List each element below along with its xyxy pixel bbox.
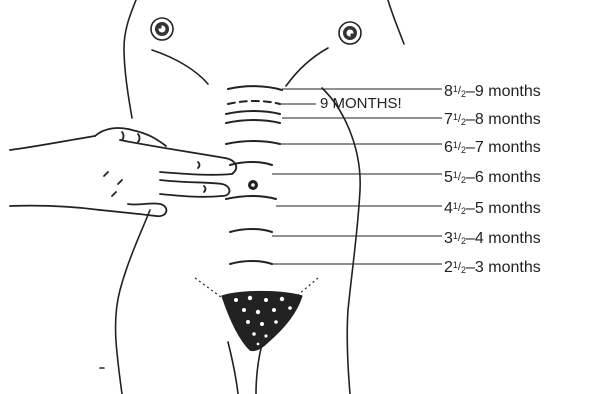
label-8-5-to-9-months: 81/2–9 months [444, 80, 541, 103]
label-whole: 5 [444, 169, 453, 186]
arc-2-5-to-3 [230, 261, 272, 264]
label-2-5-to-3-months: 21/2–3 months [444, 256, 541, 279]
label-whole: 2 [444, 259, 453, 276]
label-whole: 4 [444, 200, 453, 217]
leader-lines [272, 89, 442, 264]
label-5-5-to-6-months: 51/2–6 months [444, 166, 541, 189]
label-6-5-to-7-months: 61/2–7 months [444, 136, 541, 159]
pubic-area [195, 278, 318, 351]
left-nipple [151, 18, 173, 40]
right-nipple [339, 22, 361, 44]
label-4-5-to-5-months: 41/2–5 months [444, 197, 541, 220]
label-whole: 8 [444, 83, 453, 100]
arc-9-months-dashed [228, 101, 280, 104]
fundal-arcs [226, 86, 282, 264]
label-whole: 6 [444, 139, 453, 156]
navel [248, 180, 258, 190]
arc-3-5-to-4 [230, 229, 272, 232]
label-3-5-to-4-months: 31/2–4 months [444, 227, 541, 250]
label-7-5-to-8-months: 71/2–8 months [444, 108, 541, 131]
nine-months-label: 9 MONTHS! [320, 96, 402, 112]
arc-4-5-to-5 [226, 196, 276, 199]
hand-illustration [10, 128, 236, 216]
arc-6-5-to-7 [226, 141, 280, 144]
arc-8-5-to-9 [228, 86, 282, 90]
label-whole: 7 [444, 111, 453, 128]
arc-7-5-to-8-b [226, 120, 280, 123]
arc-7-5-to-8-a [226, 111, 280, 114]
label-whole: 3 [444, 230, 453, 247]
